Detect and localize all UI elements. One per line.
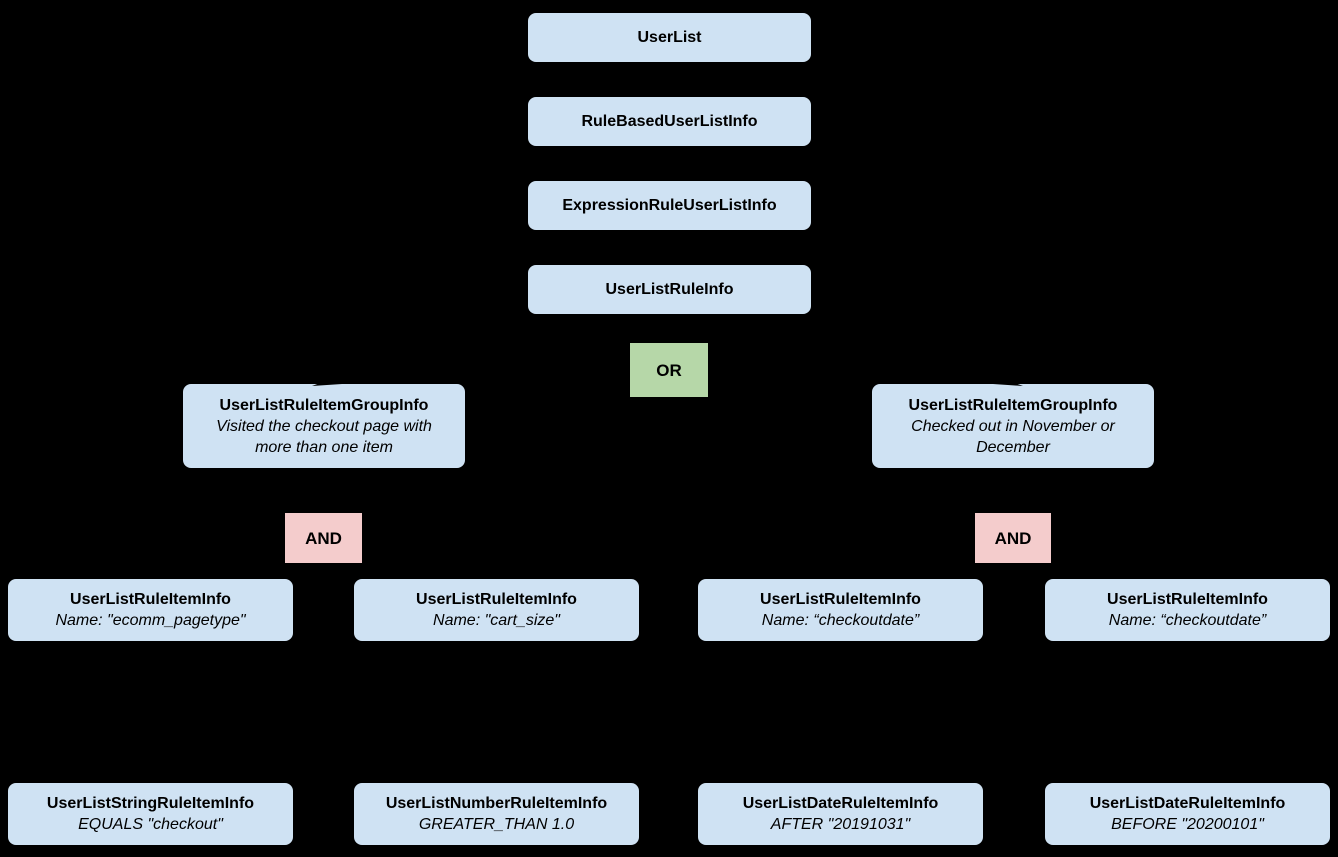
leaf-title: UserListNumberRuleItemInfo bbox=[385, 795, 608, 812]
node-user-list-rule-info: UserListRuleInfo bbox=[528, 265, 811, 314]
leaf-box-string-rule-item: UserListStringRuleItemInfo EQUALS "check… bbox=[8, 783, 293, 845]
rule-item-title: UserListRuleItemInfo bbox=[760, 591, 921, 608]
rule-item-box-cart-size: UserListRuleItemInfo Name: "cart_size" bbox=[354, 579, 639, 641]
node-userlist: UserList bbox=[528, 13, 811, 62]
leaf-title: UserListStringRuleItemInfo bbox=[46, 795, 255, 812]
group-note: Checked out in November or December bbox=[911, 417, 1115, 456]
rule-item-box-checkoutdate-before: UserListRuleItemInfo Name: “checkoutdate… bbox=[1045, 579, 1330, 641]
group-title: UserListRuleItemGroupInfo bbox=[219, 396, 429, 414]
leaf-title: UserListDateRuleItemInfo bbox=[1089, 795, 1286, 812]
or-operator-label: OR bbox=[656, 360, 682, 380]
leaf-title: UserListDateRuleItemInfo bbox=[742, 795, 939, 812]
node-title: RuleBasedUserListInfo bbox=[581, 113, 758, 130]
leaf-box-date-rule-item-before: UserListDateRuleItemInfo BEFORE "2020010… bbox=[1045, 783, 1330, 845]
rule-item-note: Name: “checkoutdate” bbox=[761, 612, 920, 629]
rule-item-box-ecomm-pagetype: UserListRuleItemInfo Name: "ecomm_pagety… bbox=[8, 579, 293, 641]
node-rule-based-user-list-info: RuleBasedUserListInfo bbox=[528, 97, 811, 146]
rule-item-title: UserListRuleItemInfo bbox=[1107, 591, 1268, 608]
leaf-note: EQUALS "checkout" bbox=[78, 816, 223, 833]
leaf-box-date-rule-item-after: UserListDateRuleItemInfo AFTER "20191031… bbox=[698, 783, 983, 845]
and-operator-label: AND bbox=[994, 528, 1032, 548]
leaf-note: GREATER_THAN 1.0 bbox=[418, 816, 575, 833]
group-title: UserListRuleItemGroupInfo bbox=[908, 396, 1118, 414]
group-note: Visited the checkout page with more than… bbox=[216, 417, 432, 456]
rule-item-note: Name: “checkoutdate” bbox=[1108, 612, 1267, 629]
node-title: UserList bbox=[637, 29, 702, 46]
and-operator-box-right: AND bbox=[975, 513, 1051, 563]
rule-item-title: UserListRuleItemInfo bbox=[416, 591, 577, 608]
group-box-left: UserListRuleItemGroupInfo Visited the ch… bbox=[183, 384, 465, 468]
rule-item-box-checkoutdate-after: UserListRuleItemInfo Name: “checkoutdate… bbox=[698, 579, 983, 641]
leaf-note: AFTER "20191031" bbox=[770, 816, 911, 833]
node-title: ExpressionRuleUserListInfo bbox=[562, 197, 777, 214]
and-operator-box-left: AND bbox=[285, 513, 362, 563]
group-box-right: UserListRuleItemGroupInfo Checked out in… bbox=[872, 384, 1154, 468]
node-title: UserListRuleInfo bbox=[605, 281, 734, 298]
leaf-note: BEFORE "20200101" bbox=[1111, 816, 1264, 833]
and-operator-label: AND bbox=[305, 528, 342, 548]
arrowhead-down-right-icon bbox=[986, 372, 1023, 386]
or-operator-box: OR bbox=[630, 343, 708, 397]
node-expression-rule-user-list-info: ExpressionRuleUserListInfo bbox=[528, 181, 811, 230]
leaf-box-number-rule-item: UserListNumberRuleItemInfo GREATER_THAN … bbox=[354, 783, 639, 845]
rule-item-note: Name: "cart_size" bbox=[433, 612, 560, 629]
arrowhead-down-left-icon bbox=[312, 372, 349, 386]
rule-item-note: Name: "ecomm_pagetype" bbox=[55, 612, 246, 629]
rule-item-title: UserListRuleItemInfo bbox=[70, 591, 231, 608]
